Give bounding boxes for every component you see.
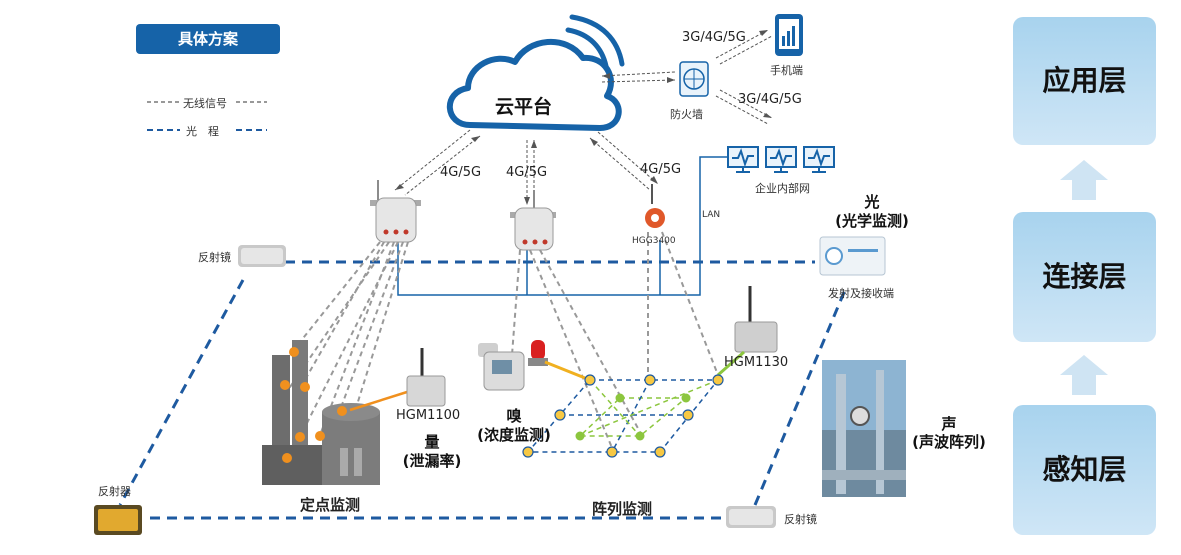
hgm1100-label: HGM1100 (396, 408, 461, 423)
cloud-links (394, 29, 773, 205)
layer-application: 应用层 (1013, 17, 1156, 145)
acoustic-array-photo (822, 360, 906, 497)
sound-subtitle: (声波阵列) (912, 433, 986, 451)
cloud-link-arrows (395, 30, 772, 205)
reflector-bottom-left (94, 505, 142, 535)
link-label-2: 4G/5G (506, 165, 548, 180)
net-label-bottom: 3G/4G/5G (738, 92, 802, 107)
reflector-bottom-left-label: 反射器 (98, 485, 131, 498)
gas-detector-icon (478, 340, 548, 391)
legend-wireless-label: 无线信号 (183, 97, 227, 110)
wireless-lines-plant (287, 241, 409, 438)
quantity-subtitle: (泄漏率) (402, 452, 462, 470)
zone-fixed-point-label: 定点监测 (300, 496, 361, 514)
intranet-monitors (727, 146, 835, 173)
gateway-hgg3400-icon (645, 184, 665, 228)
quantity-title: 量 (424, 433, 440, 451)
plant-illustration (262, 340, 380, 485)
lan-label: LAN (702, 210, 721, 220)
link-label-3: 4G/5G (640, 162, 682, 177)
zone-array-label: 阵列监测 (592, 500, 653, 518)
hgm1100-device-icon (406, 348, 446, 407)
light-device-label: 发射及接收端 (828, 287, 894, 300)
device-left (370, 180, 421, 243)
plant-sensor-dots (280, 347, 347, 463)
mobile-label: 手机端 (770, 64, 803, 77)
hgm1130-label: HGM1130 (724, 355, 789, 370)
device-middle (510, 190, 556, 251)
gas-detector-link (544, 360, 591, 382)
cloud-platform-label: 云平台 (495, 96, 553, 118)
layer-perception: 感知层 (1013, 405, 1156, 535)
hgm1130-device-icon (734, 286, 778, 353)
firewall-icon (679, 61, 709, 97)
cloud-shape (446, 14, 625, 131)
hgm1100-link (349, 390, 408, 412)
reflector-bottom-right-label: 反射镜 (784, 513, 817, 526)
fiber-loop (118, 260, 847, 520)
firewall-label: 防火墙 (670, 108, 703, 121)
sensor-array-nodes (522, 374, 724, 458)
wireless-lines-array (511, 231, 719, 456)
reflector-top-left (238, 245, 286, 267)
hgg3400-label: HGG3400 (632, 236, 676, 246)
light-title: 光 (864, 193, 880, 211)
link-label-1: 4G/5G (440, 165, 482, 180)
optical-transceiver-icon (819, 236, 886, 276)
sensor-array-inner-nodes (575, 393, 691, 441)
reflector-top-left-label: 反射镜 (198, 251, 231, 264)
layer-arrows (1060, 160, 1108, 395)
hgm1130-link (717, 350, 745, 377)
sound-title: 声 (941, 415, 957, 433)
legend-lines (147, 101, 267, 131)
reflector-bottom-right (726, 506, 776, 528)
smell-title: 嗅 (506, 407, 522, 425)
layer-connection: 连接层 (1013, 212, 1156, 342)
net-label-top: 3G/4G/5G (682, 30, 746, 45)
intranet-label: 企业内部网 (755, 182, 810, 195)
light-subtitle: (光学监测) (835, 212, 909, 230)
page-title: 具体方案 (136, 24, 280, 54)
mobile-phone-icon (775, 14, 803, 56)
smell-subtitle: (浓度监测) (477, 426, 551, 444)
legend-fiber-label: 光 程 (186, 125, 219, 138)
